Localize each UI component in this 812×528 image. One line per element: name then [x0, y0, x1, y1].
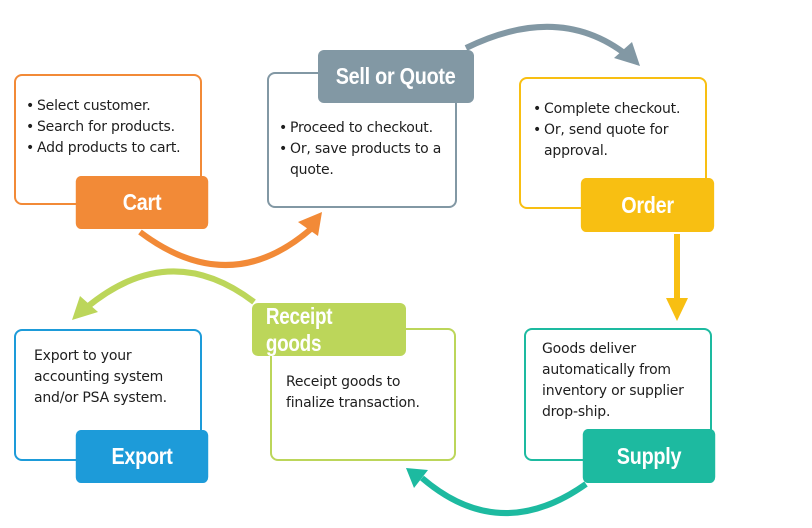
cart-bullet: Select customer.	[26, 96, 180, 117]
supply-step-label: Supply	[582, 429, 716, 483]
order-bullet: Complete checkout.	[533, 99, 699, 120]
arrow-supply-to-receipt	[420, 475, 588, 516]
receipt-goods-title: Receipt goods	[265, 302, 333, 356]
cart-bullet: Add products to cart.	[26, 138, 181, 159]
sell-or-quote-description: Proceed to checkout. Or, save products t…	[279, 118, 455, 181]
sell-or-quote-bullet: Proceed to checkout.	[279, 118, 455, 139]
export-step-box: Export to your accounting system and/or …	[14, 329, 202, 461]
cart-description: Select customer. Search for products. Ad…	[26, 96, 181, 159]
cart-bullet: Search for products.	[26, 117, 180, 138]
arrowhead-cart-to-sell	[298, 212, 322, 236]
order-bullet: Or, send quote for approval.	[533, 120, 699, 162]
cart-title: Cart	[122, 189, 162, 215]
arrowhead-supply-to-receipt	[406, 468, 428, 488]
receipt-goods-text-line: Receipt goods to	[286, 374, 401, 390]
export-text-line: accounting system	[34, 369, 164, 385]
arrowhead-receipt-to-export	[72, 296, 98, 320]
sell-or-quote-bullet: Or, save products to a quote.	[279, 139, 455, 181]
order-description: Complete checkout. Or, send quote for ap…	[533, 99, 699, 162]
arrow-cart-to-sell	[138, 225, 314, 268]
order-title: Order	[621, 191, 674, 218]
arrowhead-sell-to-order	[614, 42, 640, 66]
export-text-line: Export to your	[34, 348, 132, 364]
supply-text-line: automatically from	[542, 362, 671, 378]
supply-title: Supply	[616, 442, 682, 469]
export-title: Export	[111, 443, 173, 469]
supply-description: Goods deliver automatically from invento…	[542, 339, 684, 423]
arrow-receipt-to-export	[84, 268, 256, 311]
export-text-line: and/or PSA system.	[34, 390, 167, 406]
receipt-goods-step-label: Receipt goods	[252, 303, 406, 356]
receipt-goods-description: Receipt goods to finalize transaction.	[286, 372, 420, 414]
arrow-sell-to-order	[464, 23, 630, 59]
cart-step-label: Cart	[75, 176, 209, 229]
receipt-goods-text-line: finalize transaction.	[286, 395, 420, 411]
supply-text-line: Goods deliver	[542, 341, 636, 357]
sell-or-quote-title: Sell or Quote	[336, 63, 456, 89]
supply-text-line: inventory or supplier	[542, 383, 684, 399]
export-step-label: Export	[75, 430, 209, 483]
arrowhead-order-to-supply	[666, 298, 688, 321]
sell-or-quote-step-label: Sell or Quote	[318, 50, 474, 103]
order-step-label: Order	[580, 178, 715, 232]
supply-text-line: drop-ship.	[542, 404, 611, 420]
export-description: Export to your accounting system and/or …	[34, 346, 167, 409]
